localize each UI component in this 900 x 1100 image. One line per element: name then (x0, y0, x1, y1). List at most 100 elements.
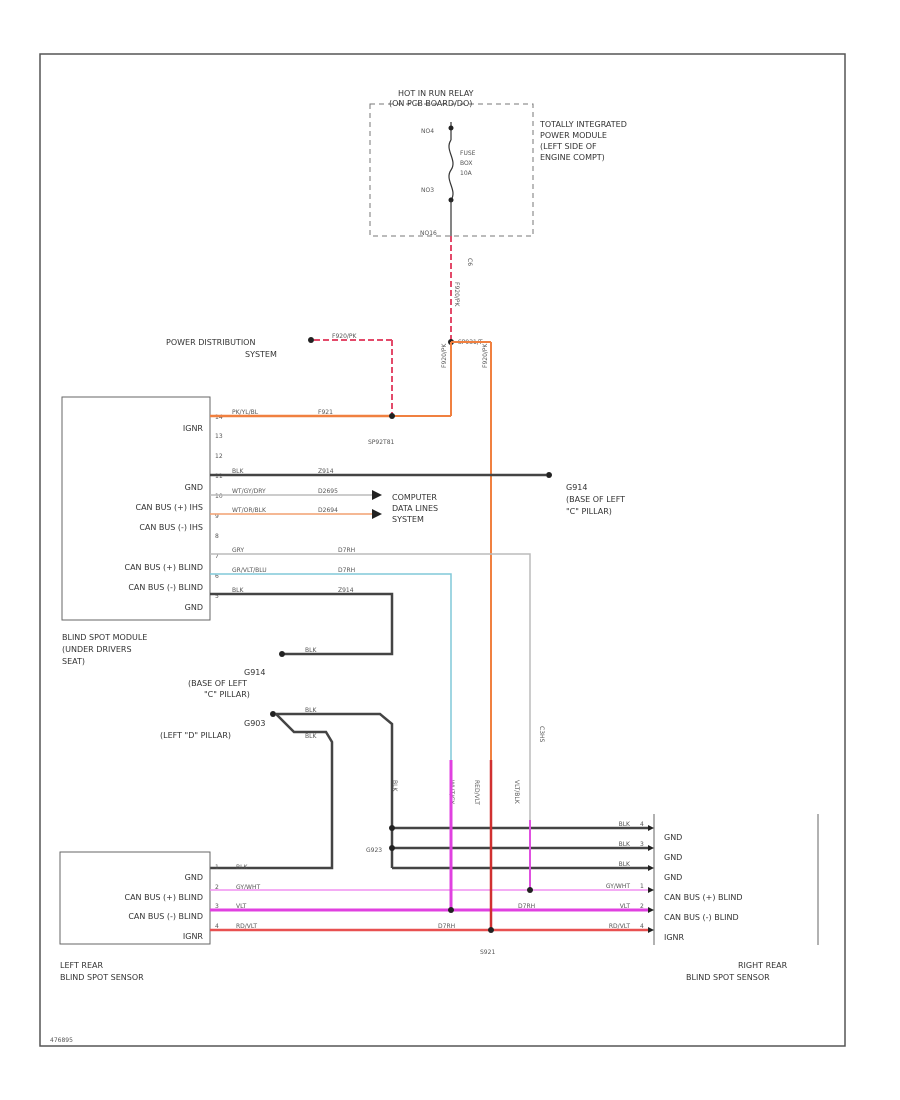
tipm-line-4: ENGINE COMPT) (540, 153, 605, 162)
left-sensor-pin-label: GND (185, 873, 203, 882)
gnd-wire-color: BLK (232, 468, 244, 475)
can-blind-neg-color: GR/VLT/BLU (232, 567, 267, 574)
module-pin-label: GND (185, 483, 203, 492)
gnd-wire-code: Z914 (318, 468, 334, 475)
right-sensor-connector-arrow (648, 865, 654, 871)
module-pin-label: CAN BUS (-) IHS (139, 523, 203, 532)
right-sensor-pin-label: GND (664, 853, 682, 862)
left-sensor-label-2: BLIND SPOT SENSOR (60, 973, 144, 982)
left-sensor-pin-number: 1 (215, 864, 219, 871)
ground-g3-wire-a (276, 712, 394, 828)
ground-g3-wire-b-label: BLK (305, 733, 317, 740)
right-sensor-pin-number: 4 (640, 821, 644, 828)
module-pin-label: CAN BUS (+) BLIND (125, 563, 204, 572)
module-pin-number: 9 (215, 513, 219, 520)
computer-line-1: COMPUTER (392, 493, 437, 502)
right-sensor-pin-number: 1 (640, 883, 644, 890)
right-sensor-connector-arrow (648, 927, 654, 933)
long-wire-label: F920/PK (482, 342, 489, 368)
can-blind-neg-node (448, 907, 454, 913)
module-label-2: (UNDER DRIVERS (62, 645, 132, 654)
splice-s2-node (389, 413, 395, 419)
left-rear-sensor (59, 851, 211, 945)
diagram-frame (39, 53, 846, 1047)
ground-g2-node (279, 651, 285, 657)
ign-wire-color: PK/YL/BL (232, 409, 259, 416)
right-sensor-pin-number: 3 (640, 841, 644, 848)
ground-g3-node (270, 711, 276, 717)
can-blind-neg-wire (210, 573, 452, 910)
ground-g1-node (546, 472, 552, 478)
right-sensor-connector-arrow (648, 887, 654, 893)
blind-spot-module (61, 396, 211, 621)
right-sensor-wire-label: BLK (619, 861, 631, 868)
right-sensor-pin-label: GND (664, 873, 682, 882)
bundle-wire-label: VLT/BLK (513, 780, 520, 805)
ignr-node (488, 927, 494, 933)
gnd2-wire-color: BLK (232, 587, 244, 594)
module-label-1: BLIND SPOT MODULE (62, 633, 147, 642)
module-pin-label: CAN BUS (-) BLIND (128, 583, 203, 592)
tipm-line-1: TOTALLY INTEGRATED (539, 120, 627, 129)
can-ihs-neg-code: D2694 (318, 507, 338, 514)
computer-line-2: DATA LINES (392, 504, 438, 513)
gnd-bus-node-2 (389, 845, 395, 851)
ground-g3-line-1: G903 (244, 719, 265, 728)
right-sensor-pin-label: CAN BUS (+) BLIND (664, 893, 743, 902)
ground-g2-line-2: (BASE OF LEFT (188, 679, 247, 688)
relay-pin-top: NO4 (421, 128, 434, 135)
left-sensor-wire-label: RD/VLT (236, 923, 257, 930)
power-dist-line-2: SYSTEM (245, 350, 277, 359)
gnd-bus-node-1 (389, 825, 395, 831)
tipm-line-2: POWER MODULE (540, 131, 607, 140)
left-sensor-pin-number: 3 (215, 903, 219, 910)
can-blind-pos-color: GRY (232, 547, 244, 554)
right-sensor-pin-number: 2 (640, 903, 644, 910)
relay-title-1: HOT IN RUN RELAY (398, 89, 474, 98)
can-blind-pos-node (527, 887, 533, 893)
arrow-ihs-pos (372, 490, 382, 500)
right-sensor-label-1: RIGHT REAR (738, 961, 788, 970)
splice-wire-label: F920/PK (441, 342, 448, 368)
left-sensor-pin-label: CAN BUS (-) BLIND (128, 912, 203, 921)
gnd2-wire (210, 592, 394, 656)
right-sensor-wire-label: BLK (619, 841, 631, 848)
computer-line-3: SYSTEM (392, 515, 424, 524)
bundle-wire-label: C3HS (538, 726, 545, 743)
module-label-3: SEAT) (62, 657, 85, 666)
module-pin-number: 12 (215, 453, 223, 460)
can-blind-pos-code: D7RH (338, 547, 355, 554)
module-pin-label: CAN BUS (+) IHS (136, 503, 204, 512)
module-pin-number: 7 (215, 553, 219, 560)
left-sensor-pin-label: CAN BUS (+) BLIND (125, 893, 204, 902)
can-blind-neg-code: D7RH (338, 567, 355, 574)
right-sensor-pin-label: IGNR (664, 933, 685, 942)
power-dist-wire-label: F920/PK (332, 333, 358, 340)
relay-pin-mid: NO3 (421, 187, 434, 194)
module-pin-label: GND (185, 603, 203, 612)
fuse-label-3: 10A (460, 170, 473, 177)
bundle-wire-label: BLK (391, 780, 398, 792)
right-sensor-wire-label: RD/VLT (609, 923, 630, 930)
diagram-code: 476895 (50, 1037, 73, 1044)
bottom-code-a: D7RH (518, 903, 535, 910)
ground-g1-line-1: G914 (566, 483, 587, 492)
can-ihs-pos-code: D2695 (318, 488, 338, 495)
fuse-symbol (448, 139, 454, 201)
right-sensor-wire-label: BLK (619, 821, 631, 828)
right-sensor-connector-arrow (648, 907, 654, 913)
module-pin-label: IGNR (183, 424, 204, 433)
relay-title-2: (ON PCB BOARD/DO) (389, 99, 472, 108)
arrow-ihs-neg (372, 509, 382, 519)
module-pin-number: 11 (215, 473, 223, 480)
left-sensor-wire-label: BLK (236, 864, 248, 871)
left-sensor-wire-label: VLT (236, 903, 247, 910)
module-pin-number: 13 (215, 433, 223, 440)
module-pin-number: 14 (215, 414, 223, 421)
module-pin-number: 8 (215, 533, 219, 540)
gnd-bus-label: G923 (366, 847, 382, 854)
